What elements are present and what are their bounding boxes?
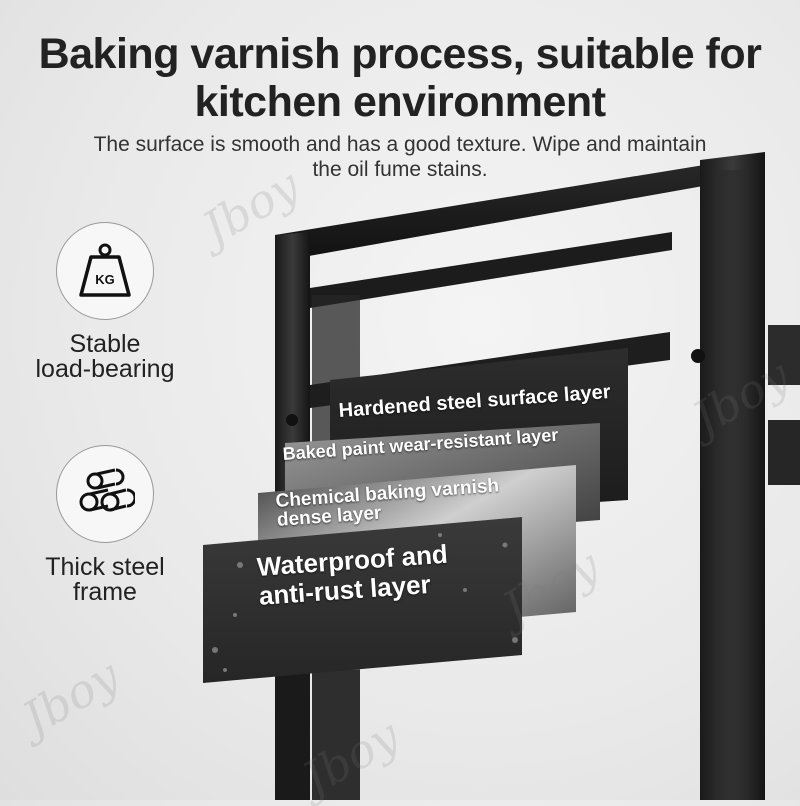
weight-icon-text: KG (95, 272, 115, 287)
layer-plate-4 (203, 517, 522, 683)
feature-label-line-2: frame (73, 578, 137, 606)
subtitle-line-1: The surface is smooth and has a good tex… (93, 133, 707, 156)
feature-label: Thick steel frame (20, 555, 190, 605)
feature-thick-steel: Thick steel frame (20, 445, 190, 605)
page-title: Baking varnish process, suitable for kit… (0, 30, 800, 126)
steel-pipes-icon (79, 468, 135, 512)
subtitle-line-2: the oil fume stains. (312, 158, 488, 181)
feature-label-line-1: Thick steel (45, 553, 165, 581)
page-subtitle: The surface is smooth and has a good tex… (40, 132, 760, 182)
feature-label-line-2: load-bearing (35, 355, 175, 383)
weight-kg-icon: KG (79, 243, 131, 297)
feature-icon-circle: KG (56, 222, 154, 320)
feature-label: Stable load-bearing (20, 332, 190, 382)
title-line-2: kitchen environment (194, 78, 606, 126)
feature-icon-circle (56, 445, 154, 543)
feature-load-bearing: KG Stable load-bearing (20, 222, 190, 382)
title-line-1: Baking varnish process, suitable for (38, 30, 762, 78)
feature-label-line-1: Stable (69, 330, 141, 358)
